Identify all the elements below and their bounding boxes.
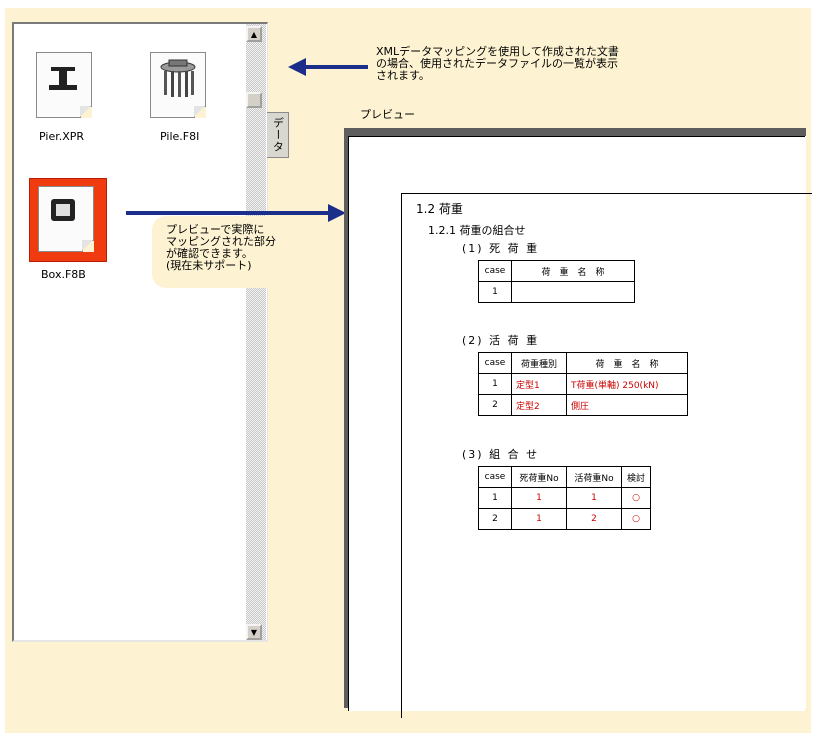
vertical-scrollbar[interactable]: ▲ ▼ (246, 24, 266, 640)
table-header: case (478, 352, 512, 374)
table-header: 荷 重 名 称 (511, 260, 635, 282)
table-cell: 1 (478, 373, 512, 395)
tab-data[interactable]: データ (267, 112, 289, 158)
dead-load-table: case 荷 重 名 称 1 (478, 260, 635, 303)
callout-bubble (152, 216, 278, 288)
table-cell (511, 281, 635, 303)
subsection-heading: 1.2.1 荷重の組合せ (428, 224, 526, 237)
file-name-pile: Pile.F8I (160, 130, 200, 143)
table-header: 死荷重No (511, 466, 567, 488)
preview-label: プレビュー (360, 108, 415, 121)
table-header: case (478, 260, 512, 282)
table-cell: ○ (621, 487, 651, 509)
callout-file-list: XMLデータマッピングを使用して作成された文書 の場合、使用されたデータファイル… (376, 45, 619, 82)
file-item-pile[interactable] (150, 52, 206, 118)
table-header: 荷 重 名 称 (566, 352, 688, 374)
combination-table: case 死荷重No 活荷重No 検討 1 1 1 ○ 2 1 2 (478, 466, 651, 530)
table-cell: 側圧 (566, 394, 688, 416)
box-icon (51, 199, 75, 221)
callout-preview: プレビューで実際に マッピングされた部分 が確認できます。 (現在未サポート) (166, 223, 276, 272)
file-item-box[interactable] (38, 186, 94, 252)
table-header: case (478, 466, 512, 488)
scroll-down-button[interactable]: ▼ (246, 624, 262, 640)
table-cell: 2 (478, 508, 512, 530)
table-cell: 定型2 (511, 394, 567, 416)
live-load-heading: (2) 活 荷 重 (462, 334, 540, 347)
preview-pane[interactable]: 1.2 荷重 1.2.1 荷重の組合せ (1) 死 荷 重 case 荷 重 名… (344, 128, 812, 718)
table-cell: 1 (478, 281, 512, 303)
pile-icon (160, 59, 196, 97)
table-cell: 2 (566, 508, 622, 530)
table-cell: 1 (566, 487, 622, 509)
pier-icon (49, 67, 77, 90)
table-cell: 定型1 (511, 373, 567, 395)
preview-content: 1.2 荷重 1.2.1 荷重の組合せ (1) 死 荷 重 case 荷 重 名… (348, 136, 812, 718)
table-cell: T荷重(単軸) 250(kN) (566, 373, 688, 395)
table-header: 荷重種別 (511, 352, 567, 374)
dead-load-heading: (1) 死 荷 重 (462, 242, 540, 255)
triangle-up-icon: ▲ (250, 29, 258, 39)
combination-heading: (3) 組 合 せ (462, 448, 540, 461)
live-load-table: case 荷重種別 荷 重 名 称 1 定型1 T荷重(単軸) 250(kN) … (478, 352, 688, 416)
file-name-box: Box.F8B (41, 268, 86, 281)
file-item-pier[interactable] (36, 52, 92, 118)
document-page: 1.2 荷重 1.2.1 荷重の組合せ (1) 死 荷 重 case 荷 重 名… (401, 193, 812, 718)
table-header: 活荷重No (566, 466, 622, 488)
file-name-pier: Pier.XPR (39, 130, 85, 143)
scrollbar-thumb[interactable] (246, 92, 262, 108)
table-cell: 1 (511, 487, 567, 509)
table-cell: ○ (621, 508, 651, 530)
data-file-list-panel (12, 22, 268, 642)
triangle-down-icon: ▼ (250, 627, 258, 637)
table-cell: 1 (511, 508, 567, 530)
table-cell: 1 (478, 487, 512, 509)
scroll-up-button[interactable]: ▲ (246, 26, 262, 42)
table-cell: 2 (478, 394, 512, 416)
section-heading: 1.2 荷重 (416, 202, 463, 216)
table-header: 検討 (621, 466, 651, 488)
